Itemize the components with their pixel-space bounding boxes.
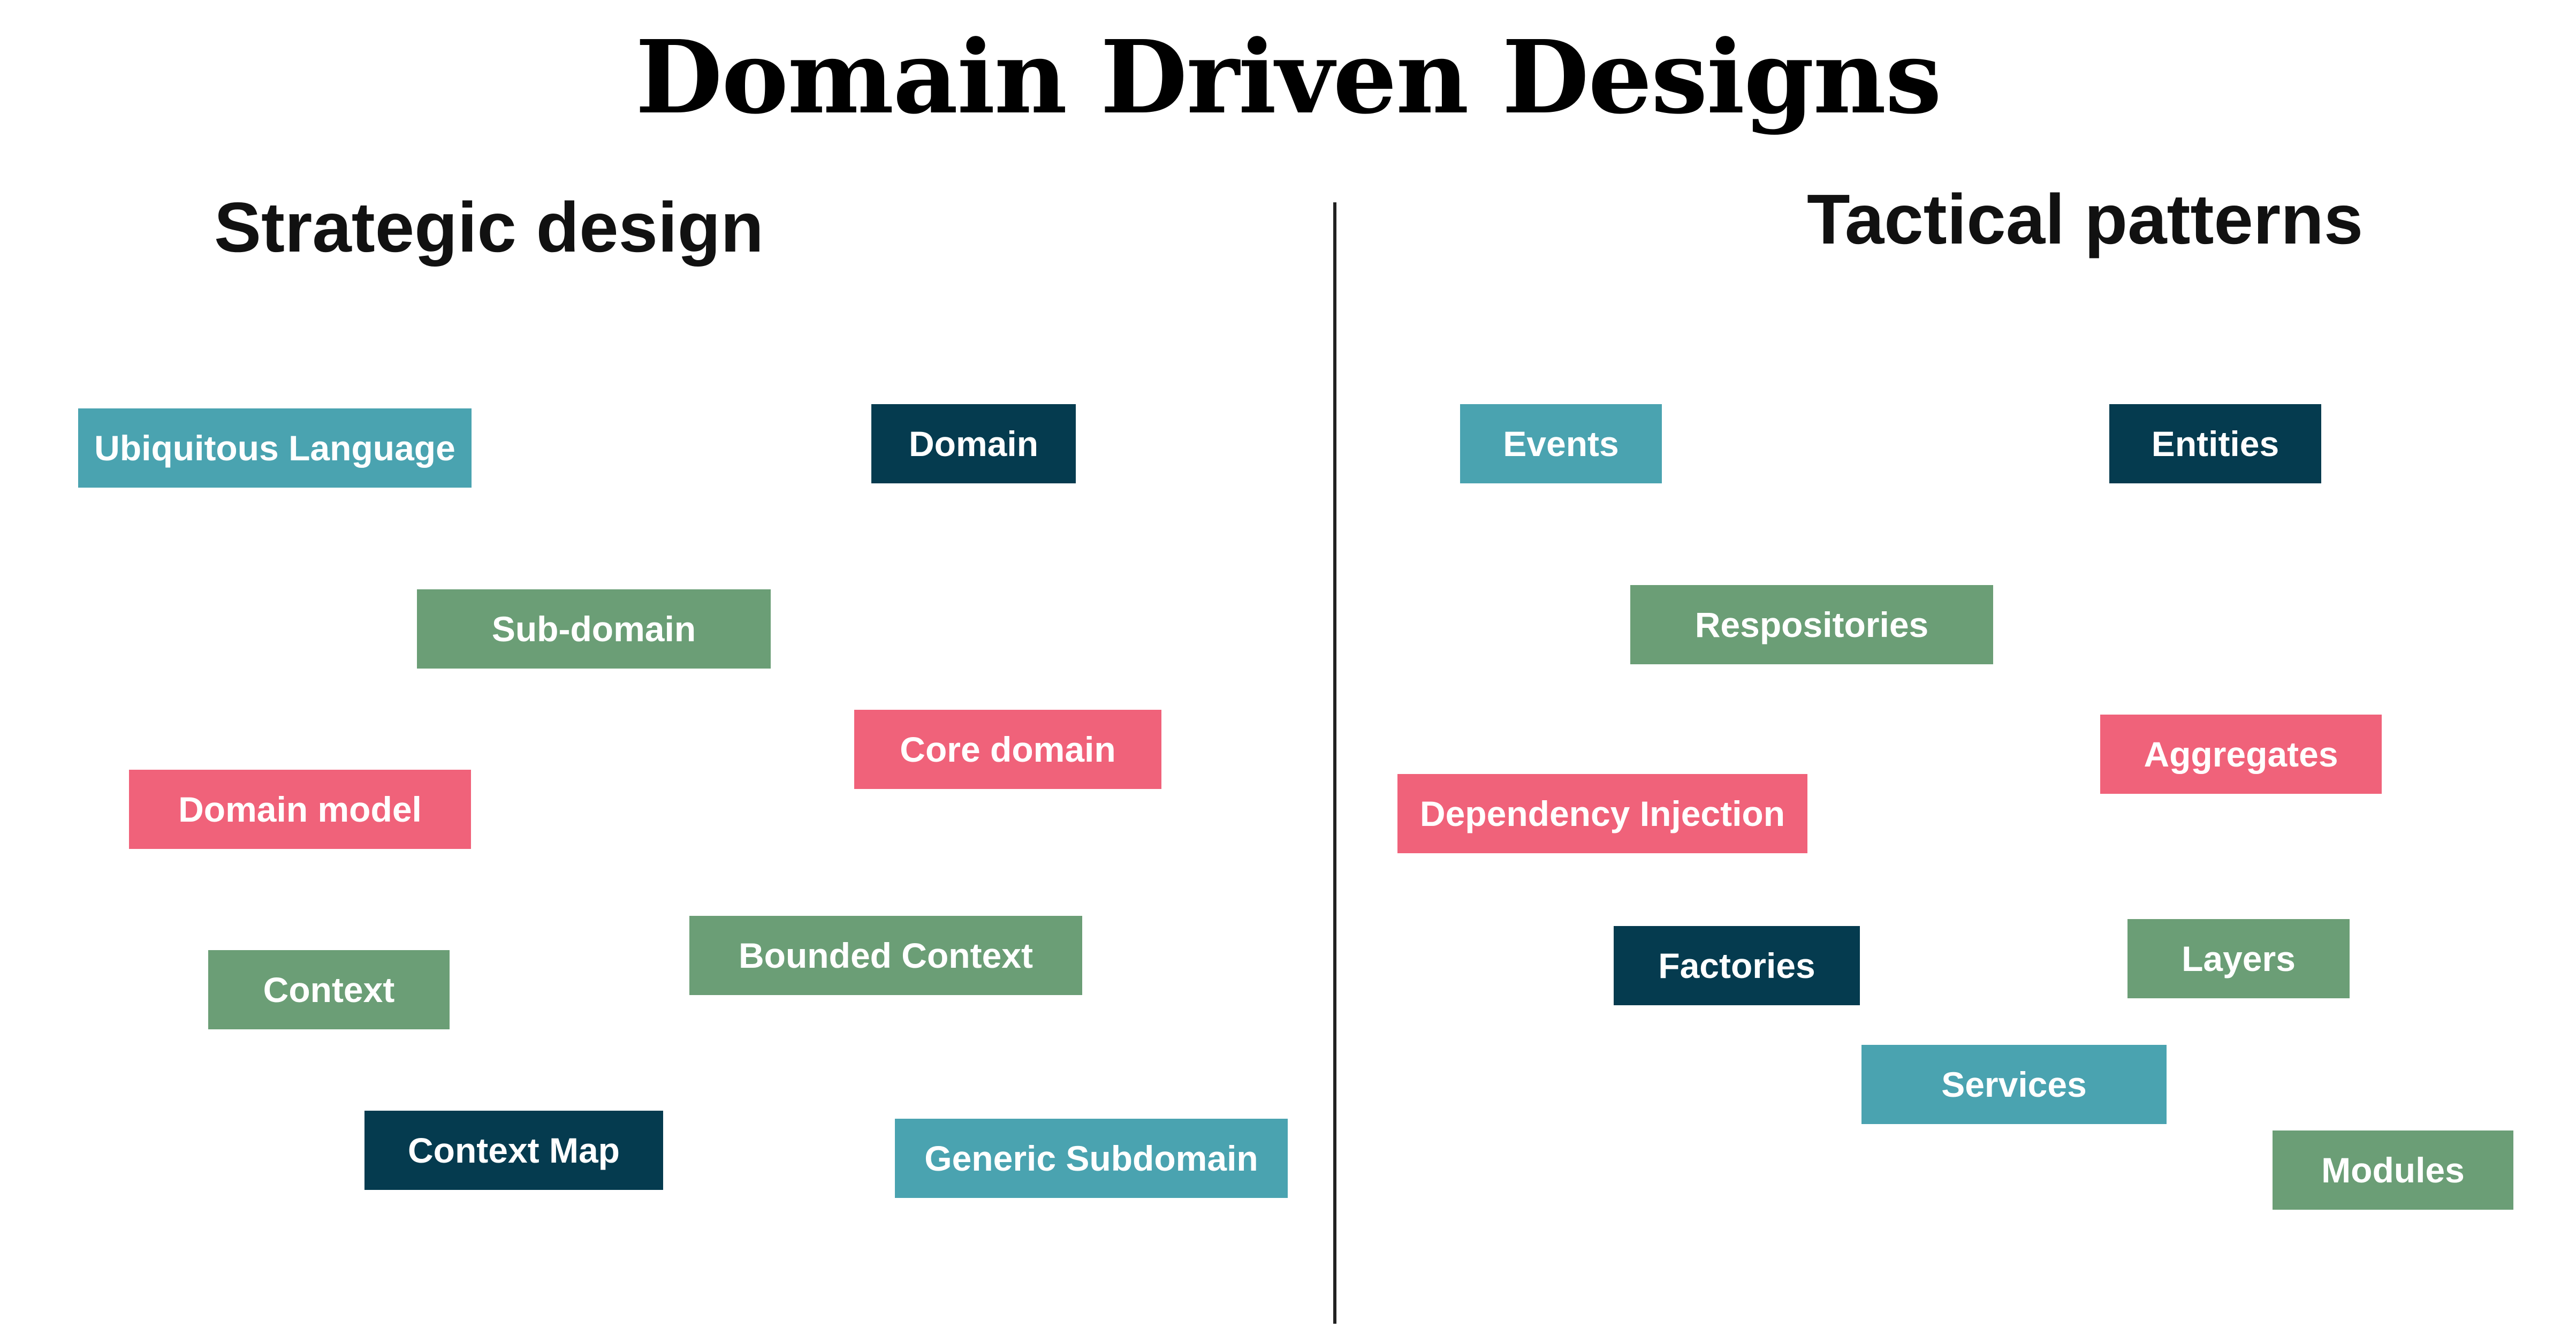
tag-dependency-injection: Dependency Injection [1397,774,1807,853]
section-divider [1333,202,1336,1324]
tag-generic-subdomain: Generic Subdomain [895,1119,1288,1198]
tag-ubiquitous-language: Ubiquitous Language [78,408,472,488]
tag-domain-model: Domain model [129,770,471,849]
tag-modules: Modules [2273,1130,2513,1210]
tag-layers: Layers [2127,919,2350,998]
tag-events: Events [1460,404,1662,483]
tag-factories: Factories [1614,926,1860,1005]
tag-entities: Entities [2109,404,2321,483]
strategic-design-heading: Strategic design [214,188,764,267]
tag-services: Services [1861,1045,2167,1124]
tag-bounded-context: Bounded Context [689,916,1082,995]
tag-context: Context [208,950,450,1029]
page-title: Domain Driven Designs [635,18,1942,136]
tag-domain: Domain [871,404,1076,483]
tag-context-map: Context Map [364,1111,663,1190]
tag-core-domain: Core domain [854,710,1161,789]
tactical-patterns-heading: Tactical patterns [1807,180,2364,259]
tag-aggregates: Aggregates [2100,715,2382,794]
tag-repositories: Respositories [1630,585,1993,664]
tag-sub-domain: Sub-domain [417,589,771,669]
